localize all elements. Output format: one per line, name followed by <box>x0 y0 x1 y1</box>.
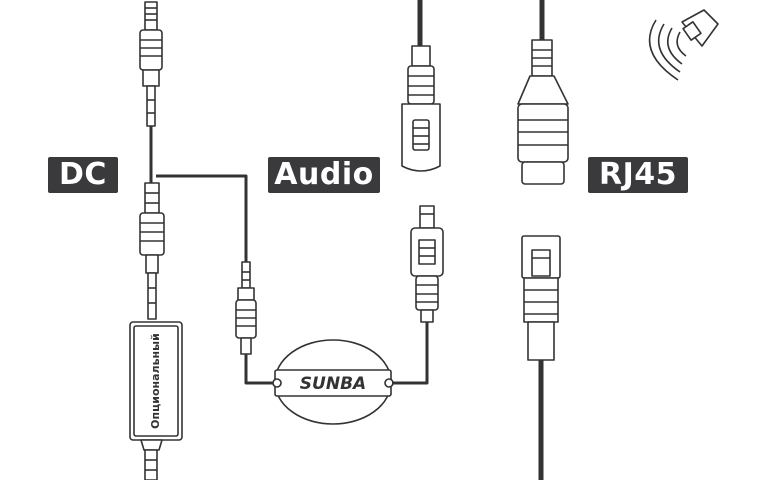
audio-jack-left <box>235 261 257 355</box>
rj45-plug <box>521 235 561 480</box>
power-box-text: Опциональный <box>149 333 162 429</box>
audio-label: Audio <box>268 157 380 193</box>
audio-branch-cable <box>156 174 248 262</box>
dc-label: DC <box>48 157 118 193</box>
power-box <box>129 321 183 480</box>
audio-module <box>272 339 394 425</box>
speaker-waves-icon <box>648 9 719 81</box>
audio-cable-left <box>244 354 278 385</box>
dc-plug-top <box>139 1 163 127</box>
dc-socket-middle <box>139 182 165 320</box>
rca-plug <box>410 205 444 323</box>
audio-module-text: SUNBA <box>300 374 366 394</box>
rca-socket <box>401 0 441 172</box>
rj45-label: RJ45 <box>588 157 688 193</box>
audio-cable-right <box>392 320 429 385</box>
rj45-socket <box>517 0 569 185</box>
